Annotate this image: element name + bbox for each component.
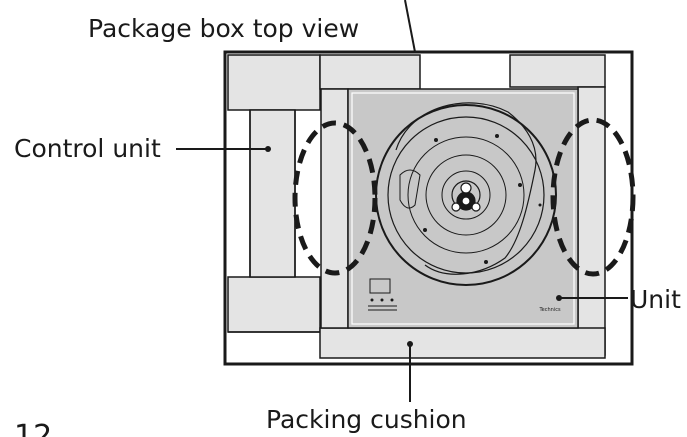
leader-dot-cushion <box>407 341 413 347</box>
page-number-fragment: 12 <box>14 419 52 437</box>
leader-dot-unit <box>556 295 562 301</box>
unit-panel-inner <box>351 92 575 325</box>
unit-brand-logo: Technics <box>538 307 561 313</box>
highlight-ellipse-left <box>292 120 378 276</box>
label-packing-cushion: Packing cushion <box>266 405 467 434</box>
platter-screws <box>423 134 542 264</box>
unit-controls <box>368 278 397 311</box>
label-control-unit: Control unit <box>14 134 161 163</box>
label-package-box-top-view: Package box top view <box>88 14 360 43</box>
leader-dot-control-unit <box>265 146 271 152</box>
spindle <box>451 182 481 212</box>
leader-line-top <box>404 0 416 53</box>
label-unit: Unit <box>630 285 681 314</box>
platter <box>375 102 557 286</box>
packing-cushion-pieces <box>227 54 606 359</box>
highlight-ellipse-right <box>550 117 636 277</box>
